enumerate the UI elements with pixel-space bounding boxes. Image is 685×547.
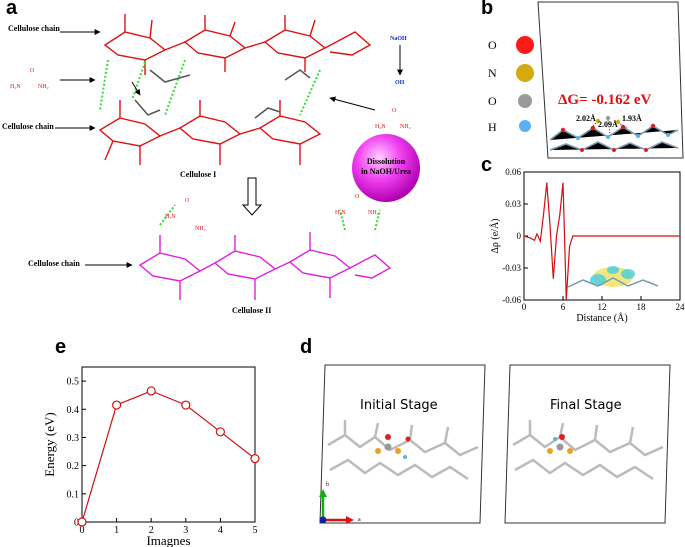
bond-length-1: 2.02Å: [576, 114, 596, 123]
final-stage-label: Final Stage: [550, 398, 622, 413]
series-line: [81, 390, 256, 523]
final-urea: [547, 434, 573, 454]
svg-text:H₂N: H₂N: [165, 214, 176, 220]
initial-urea: [375, 434, 411, 459]
cellulose-II-chain: [138, 232, 392, 300]
x-axis-label: Distance (Å): [576, 312, 627, 324]
hydrogen-bonds: [99, 59, 381, 231]
axis-triad: [319, 489, 354, 524]
initial-cellulose: [327, 420, 479, 481]
cellulose-slab: [549, 125, 679, 151]
final-cell: [504, 364, 671, 524]
y-tick-label: 0.1: [67, 489, 80, 500]
panel-d-label: d: [300, 336, 313, 358]
yellow-circle-icon: [516, 64, 534, 82]
y-axis-label: Δρ (e/Å): [489, 218, 501, 253]
data-point: [146, 386, 156, 396]
grey-circle-icon: [518, 94, 532, 108]
x-tick-label: 5: [253, 525, 258, 536]
panel-e-label: e: [55, 336, 67, 358]
charge-density-isosurface: [567, 266, 659, 288]
red-circle-icon: [516, 36, 534, 54]
series-line: [523, 182, 680, 301]
plot-frame: [81, 366, 256, 523]
delta-g-value: ΔG= -0.162 eV: [558, 92, 652, 108]
h-bond-lines: [589, 119, 629, 135]
y-tick-label: -0.06: [502, 295, 521, 305]
blue-circle-icon: [519, 120, 531, 132]
x-tick-label: 6: [561, 302, 566, 312]
data-point: [250, 453, 260, 464]
dissolution-subtitle: in NaOH/Urea: [361, 167, 411, 176]
panel-d-structures: [319, 364, 671, 524]
cellulose-I-chain-bottom: [98, 100, 322, 165]
y-tick-label: 0.03: [505, 199, 521, 209]
x-tick-label: 0: [80, 525, 85, 536]
svg-text:NH₂: NH₂: [195, 226, 206, 232]
x-tick-label: 1: [114, 525, 119, 536]
dissolution-title: Dissolution: [366, 157, 406, 166]
svg-text:O: O: [392, 108, 397, 114]
transition-arrow: [241, 177, 263, 216]
x-tick-label: 12: [598, 302, 607, 312]
arrows: [55, 29, 403, 268]
x-tick-label: 2: [149, 525, 154, 536]
svg-text:NH₂: NH₂: [368, 210, 379, 216]
y-tick-label: 0.2: [67, 461, 80, 472]
panel-a-label: a: [6, 0, 18, 19]
initial-cell: [319, 364, 486, 524]
cellulose-I-chain-top: [103, 14, 372, 75]
x-axis-label: Imagnes: [146, 533, 190, 547]
y-tick-label: 0: [517, 231, 522, 241]
y-tick-label: 0.3: [67, 433, 80, 444]
chain-label-3: Cellulose chain: [28, 259, 80, 268]
svg-text:H₂N: H₂N: [10, 84, 21, 90]
y-tick-label: 0.06: [505, 167, 521, 177]
y-tick-label: 0.4: [67, 405, 80, 416]
y-axis-label: Energy (eV): [42, 412, 57, 476]
dissolution-sphere: [352, 134, 420, 202]
cellulose-I-label: Cellulose I: [180, 170, 217, 179]
svg-text:NH₂: NH₂: [38, 84, 49, 90]
data-point: [215, 427, 225, 437]
cellulose-II-label: Cellulose II: [232, 306, 272, 315]
y-tick-label: -0.03: [502, 263, 521, 273]
final-cellulose: [512, 420, 664, 481]
x-tick-label: 4: [218, 525, 223, 536]
data-point: [77, 517, 87, 527]
urea-molecules: O H₂N NH₂ O H₂N NH₂ O H₂N NH₂ O H₂N NH₂: [10, 68, 411, 232]
x-tick-label: 18: [637, 302, 647, 312]
dissolution-text: Dissolution in NaOH/Urea: [356, 157, 416, 177]
chain-label-1: Cellulose chain: [8, 24, 60, 33]
panel-c-label: c: [481, 154, 493, 176]
initial-stage-label: Initial Stage: [360, 398, 438, 413]
oh-label: OH: [395, 80, 405, 86]
panel-b-label: b: [481, 0, 494, 19]
axis-b-label: b: [326, 482, 329, 488]
y-tick-label: 0: [74, 518, 79, 529]
naoh-label: NaOH: [390, 36, 407, 42]
chain-label-2: Cellulose chain: [2, 122, 54, 131]
svg-text:O: O: [185, 198, 190, 204]
x-tick-label: 3: [183, 525, 188, 536]
x-tick-label: 0: [522, 302, 527, 312]
panel-b-structure: [537, 1, 684, 159]
axis-a-label: a: [358, 517, 361, 523]
svg-text:O: O: [30, 68, 35, 74]
svg-text:H₂N: H₂N: [335, 210, 346, 216]
svg-text:NH₂: NH₂: [400, 124, 411, 130]
svg-text:H₂N: H₂N: [375, 124, 386, 130]
bond-length-2: 2.09Å: [598, 120, 618, 129]
x-tick-label: 24: [676, 302, 685, 312]
slab-atoms: [560, 115, 670, 152]
data-point: [111, 400, 122, 410]
svg-text:O: O: [355, 194, 360, 200]
data-point: [181, 400, 191, 410]
bond-length-3: 1.93Å: [622, 114, 642, 123]
y-tick-label: 0.5: [67, 377, 80, 388]
ion-sticks: [134, 69, 311, 119]
cellulose-dissolution-scheme: O H₂N NH₂ O H₂N NH₂ O H₂N NH₂ O H₂N NH₂: [10, 14, 420, 300]
